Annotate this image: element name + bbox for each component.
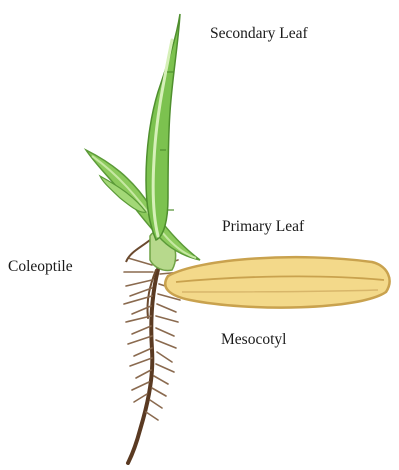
root-system — [124, 238, 182, 463]
main-root — [128, 262, 160, 463]
secondary-leaf — [146, 14, 180, 240]
seed-grain — [165, 257, 389, 307]
primary-leaf-label: Primary Leaf — [222, 219, 304, 235]
coleoptile-label: Coleoptile — [8, 259, 73, 275]
mesocotyl-label: Mesocotyl — [221, 332, 286, 348]
secondary-leaf-label: Secondary Leaf — [210, 26, 308, 42]
